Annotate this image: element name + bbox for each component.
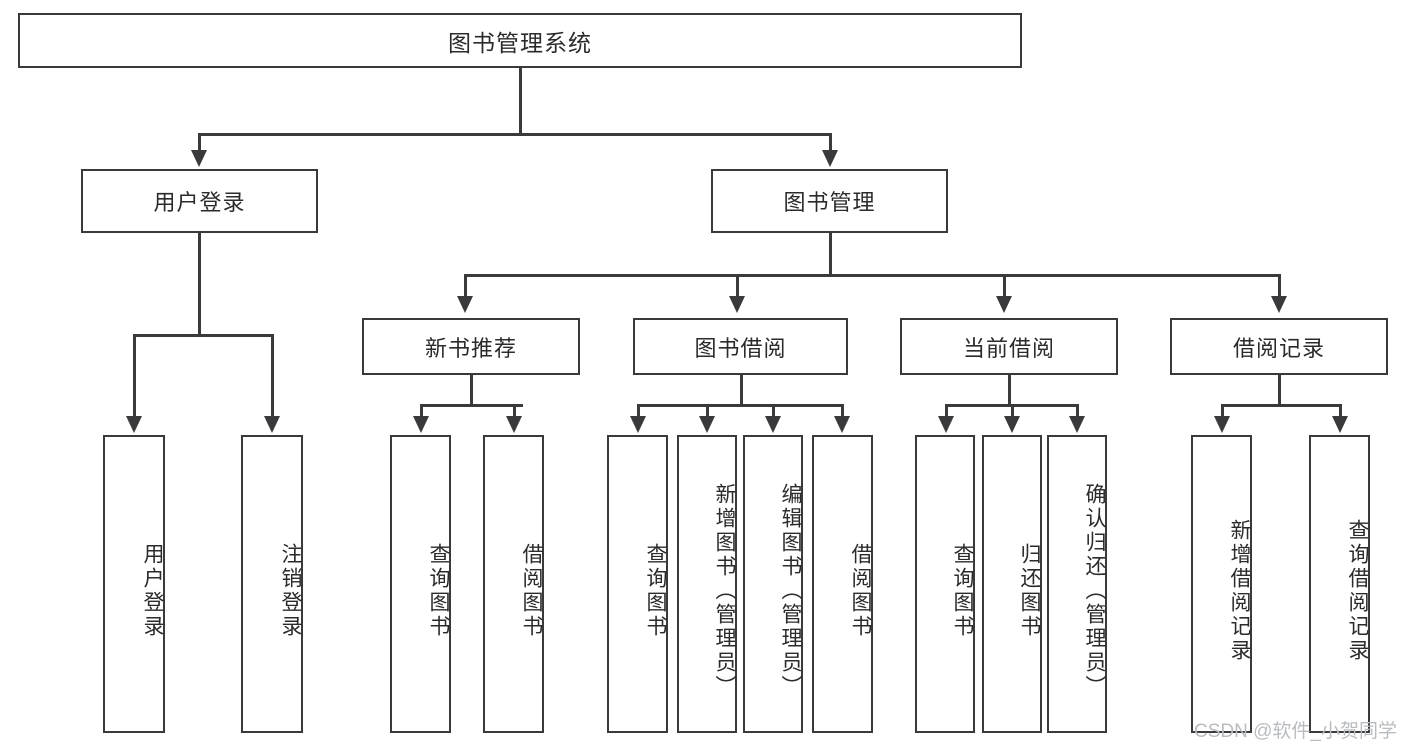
connector-book-borrow-bar (637, 404, 843, 407)
arrow-borrow-record-to-leaf-2 (1332, 416, 1348, 433)
node-label: 新书推荐 (424, 335, 517, 361)
connector-new-book-to-leaf-1 (420, 404, 423, 418)
connector-book-mgmt-to-borrow-book (736, 274, 739, 298)
connector-current-borrow-stem (1008, 375, 1011, 406)
leaf-current-borrow-query[interactable]: 查询图书 (915, 435, 975, 733)
node-label: 查询图书 (951, 543, 974, 639)
node-book-borrow[interactable]: 图书借阅 (633, 318, 848, 375)
connector-book-borrow-stem (740, 375, 743, 406)
node-label: 图书管理 (783, 190, 876, 215)
connector-book-mgmt-to-borrow-record (1278, 274, 1281, 298)
arrow-root-to-user-login (191, 150, 207, 167)
connector-new-book-to-leaf-2 (513, 404, 516, 418)
node-book-management[interactable]: 图书管理 (711, 169, 948, 233)
connector-book-borrow-to-leaf-1 (637, 404, 640, 418)
node-label: 查询图书 (644, 543, 667, 639)
leaf-new-book-borrow[interactable]: 借阅图书 (483, 435, 544, 733)
connector-book-mgmt-bar (464, 274, 1280, 277)
arrow-book-borrow-to-leaf-3 (765, 416, 781, 433)
arrow-book-mgmt-to-borrow-record (1271, 296, 1287, 313)
node-label: 查询借阅记录 (1346, 519, 1369, 663)
arrow-book-mgmt-to-new-book (457, 296, 473, 313)
connector-book-mgmt-to-new-book (464, 274, 467, 298)
node-label: 借阅图书 (849, 543, 872, 639)
node-label: 注销登录 (279, 543, 302, 639)
arrow-book-mgmt-to-current-borrow (996, 296, 1012, 313)
arrow-borrow-record-to-leaf-1 (1214, 416, 1230, 433)
csdn-watermark: CSDN @软件_小贺同学 (1194, 721, 1397, 742)
connector-borrow-record-bar (1221, 404, 1341, 407)
arrow-user-login-to-leaf-2 (264, 416, 280, 433)
node-label: 借阅记录 (1232, 335, 1325, 361)
connector-borrow-record-to-leaf-2 (1339, 404, 1342, 418)
leaf-borrow-record-add[interactable]: 新增借阅记录 (1191, 435, 1252, 733)
node-new-book-recommend[interactable]: 新书推荐 (362, 318, 580, 375)
connector-current-borrow-to-leaf-2 (1011, 404, 1014, 418)
node-label: 图书管理系统 (448, 29, 592, 56)
leaf-new-book-query[interactable]: 查询图书 (390, 435, 451, 733)
connector-book-mgmt-to-current-borrow (1003, 274, 1006, 298)
connector-borrow-record-to-leaf-1 (1221, 404, 1224, 418)
leaf-book-borrow-edit[interactable]: 编辑图书（管理员） (743, 435, 803, 733)
node-label: 用户登录 (141, 543, 164, 639)
connector-root-to-book-mgmt (829, 133, 832, 152)
node-label: 新增图书（管理员） (713, 483, 736, 699)
connector-current-borrow-to-leaf-3 (1076, 404, 1079, 418)
connector-user-login-stem (198, 233, 201, 336)
node-label: 编辑图书（管理员） (779, 483, 802, 699)
arrow-current-borrow-to-leaf-3 (1069, 416, 1085, 433)
arrow-book-borrow-to-leaf-2 (699, 416, 715, 433)
connector-book-borrow-to-leaf-4 (841, 404, 844, 418)
arrow-root-to-book-mgmt (822, 150, 838, 167)
connector-book-borrow-to-leaf-2 (706, 404, 709, 418)
leaf-book-borrow-add[interactable]: 新增图书（管理员） (677, 435, 737, 733)
node-label: 图书借阅 (694, 335, 787, 361)
leaf-current-borrow-return[interactable]: 归还图书 (982, 435, 1042, 733)
node-borrow-record[interactable]: 借阅记录 (1170, 318, 1388, 375)
node-label: 确认归还（管理员） (1083, 483, 1106, 699)
node-label: 新增借阅记录 (1228, 519, 1251, 663)
arrow-book-mgmt-to-borrow-book (729, 296, 745, 313)
arrow-user-login-to-leaf-1 (126, 416, 142, 433)
node-label: 借阅图书 (520, 543, 543, 639)
node-label: 查询图书 (427, 543, 450, 639)
leaf-borrow-record-query[interactable]: 查询借阅记录 (1309, 435, 1370, 733)
leaf-user-login-logout[interactable]: 注销登录 (241, 435, 303, 733)
connector-borrow-record-stem (1278, 375, 1281, 406)
connector-user-login-to-leaf-1 (133, 334, 136, 418)
node-current-borrow[interactable]: 当前借阅 (900, 318, 1118, 375)
arrow-book-borrow-to-leaf-1 (630, 416, 646, 433)
arrow-new-book-to-leaf-1 (413, 416, 429, 433)
node-root-library-system[interactable]: 图书管理系统 (18, 13, 1022, 68)
connector-root-to-user-login (198, 133, 201, 152)
leaf-book-borrow-borrow[interactable]: 借阅图书 (812, 435, 873, 733)
connector-book-mgmt-stem (829, 233, 832, 276)
node-label: 用户登录 (153, 190, 246, 215)
leaf-current-borrow-confirm[interactable]: 确认归还（管理员） (1047, 435, 1107, 733)
connector-new-book-stem (470, 375, 473, 406)
node-label: 当前借阅 (962, 335, 1055, 361)
node-user-login[interactable]: 用户登录 (81, 169, 318, 233)
arrow-book-borrow-to-leaf-4 (834, 416, 850, 433)
connector-new-book-bar (420, 404, 523, 407)
leaf-book-borrow-query[interactable]: 查询图书 (607, 435, 668, 733)
arrow-new-book-to-leaf-2 (506, 416, 522, 433)
connector-root-bar (198, 133, 832, 136)
arrow-current-borrow-to-leaf-1 (938, 416, 954, 433)
connector-root-stem (519, 68, 522, 135)
connector-user-login-bar (133, 334, 271, 337)
connector-user-login-to-leaf-2 (271, 334, 274, 418)
leaf-user-login-login[interactable]: 用户登录 (103, 435, 165, 733)
arrow-current-borrow-to-leaf-2 (1004, 416, 1020, 433)
node-label: 归还图书 (1018, 543, 1041, 639)
connector-current-borrow-to-leaf-1 (945, 404, 948, 418)
connector-book-borrow-to-leaf-3 (772, 404, 775, 418)
